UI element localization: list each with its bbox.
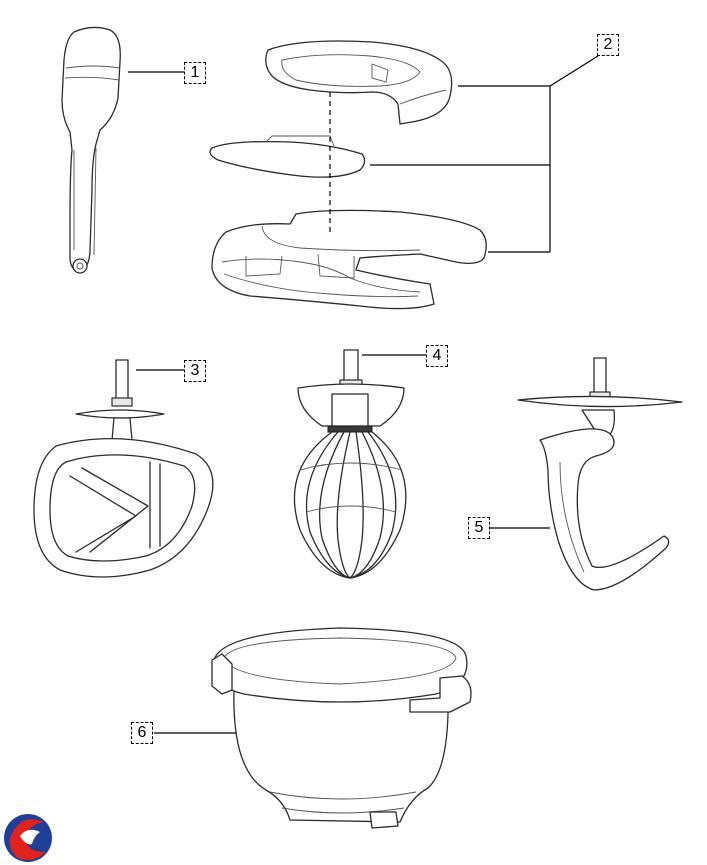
brand-logo-icon: [4, 814, 52, 862]
dough-hook-part: [517, 357, 683, 591]
pouring-shield-part: [209, 40, 487, 310]
leader-2: [370, 55, 599, 253]
callout-6: 6: [131, 722, 153, 744]
k-beater-part: [33, 359, 214, 578]
callout-1: 1: [184, 62, 206, 84]
callout-3: 3: [184, 360, 206, 382]
callout-4: 4: [426, 345, 448, 367]
whisk-part: [293, 349, 407, 579]
callout-2: 2: [597, 34, 619, 56]
callout-5: 5: [468, 517, 490, 539]
spatula-part: [61, 26, 121, 274]
mixing-bowl-part: [211, 627, 472, 829]
